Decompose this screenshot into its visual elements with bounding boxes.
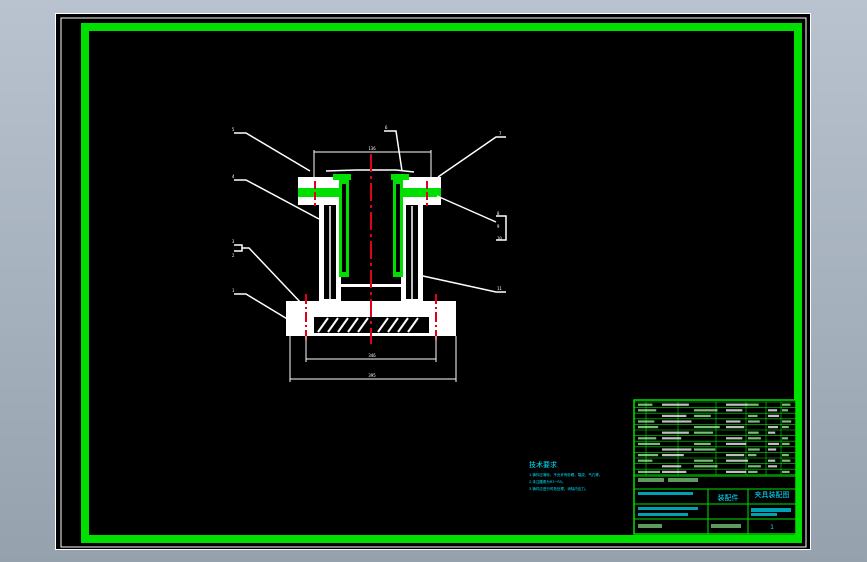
- label-1: 1: [232, 288, 235, 293]
- cad-drawing: 136 346 395 5 4 3 2 1 6 7 8 9 10 11: [60, 17, 807, 548]
- title-block-fillers: [638, 478, 791, 528]
- label-9: 9: [497, 224, 500, 229]
- dim-top-width: 136: [368, 146, 376, 151]
- dim-base-inner: 346: [368, 353, 376, 358]
- technical-notes: 技术要求 1.铸件应清砂，不允许有砂眼、裂纹、气孔等。 2.未注圆角为R3~R5…: [529, 460, 602, 491]
- drawing-title: 夹具装配图: [755, 490, 790, 499]
- outer-border: [60, 17, 807, 548]
- notes-heading: 技术要求: [529, 460, 557, 469]
- drawing-frame: [81, 23, 802, 543]
- top-cap: [325, 169, 415, 173]
- left-flange-hatch: [298, 188, 346, 197]
- label-2: 2: [232, 253, 235, 258]
- part-labels: 5 4 3 2 1 6 7 8 9 10 11: [232, 125, 502, 293]
- dim-base-outer: 395: [368, 373, 376, 378]
- leader-lines: [234, 130, 507, 321]
- note-line-1: 1.铸件应清砂，不允许有砂眼、裂纹、气孔等。: [529, 472, 602, 477]
- label-7: 7: [499, 131, 502, 136]
- dimension-lines: [289, 150, 457, 382]
- label-3: 3: [232, 239, 235, 244]
- label-5: 5: [232, 127, 235, 132]
- title-block: 装配件 夹具装配图 1: [633, 399, 797, 535]
- bom-table: [634, 401, 796, 476]
- label-11: 11: [497, 286, 502, 291]
- center-lines: [305, 154, 437, 344]
- right-flange-hatch: [395, 188, 441, 197]
- note-line-2: 2.未注圆角为R3~R5。: [529, 479, 566, 484]
- drawing-sheet: 136 346 395 5 4 3 2 1 6 7 8 9 10 11: [55, 13, 811, 550]
- label-8: 8: [497, 211, 500, 216]
- sheet-number: 1: [770, 524, 774, 531]
- label-6: 6: [385, 125, 388, 130]
- note-line-3: 3.铸件应进行时效处理，消除内应力。: [529, 486, 588, 491]
- label-4: 4: [232, 174, 235, 179]
- part-type-label: 装配件: [718, 493, 739, 502]
- label-10: 10: [497, 236, 502, 241]
- base-hatch: [317, 317, 419, 333]
- assembly-section: 136 346 395 5 4 3 2 1 6 7 8 9 10 11: [232, 125, 507, 382]
